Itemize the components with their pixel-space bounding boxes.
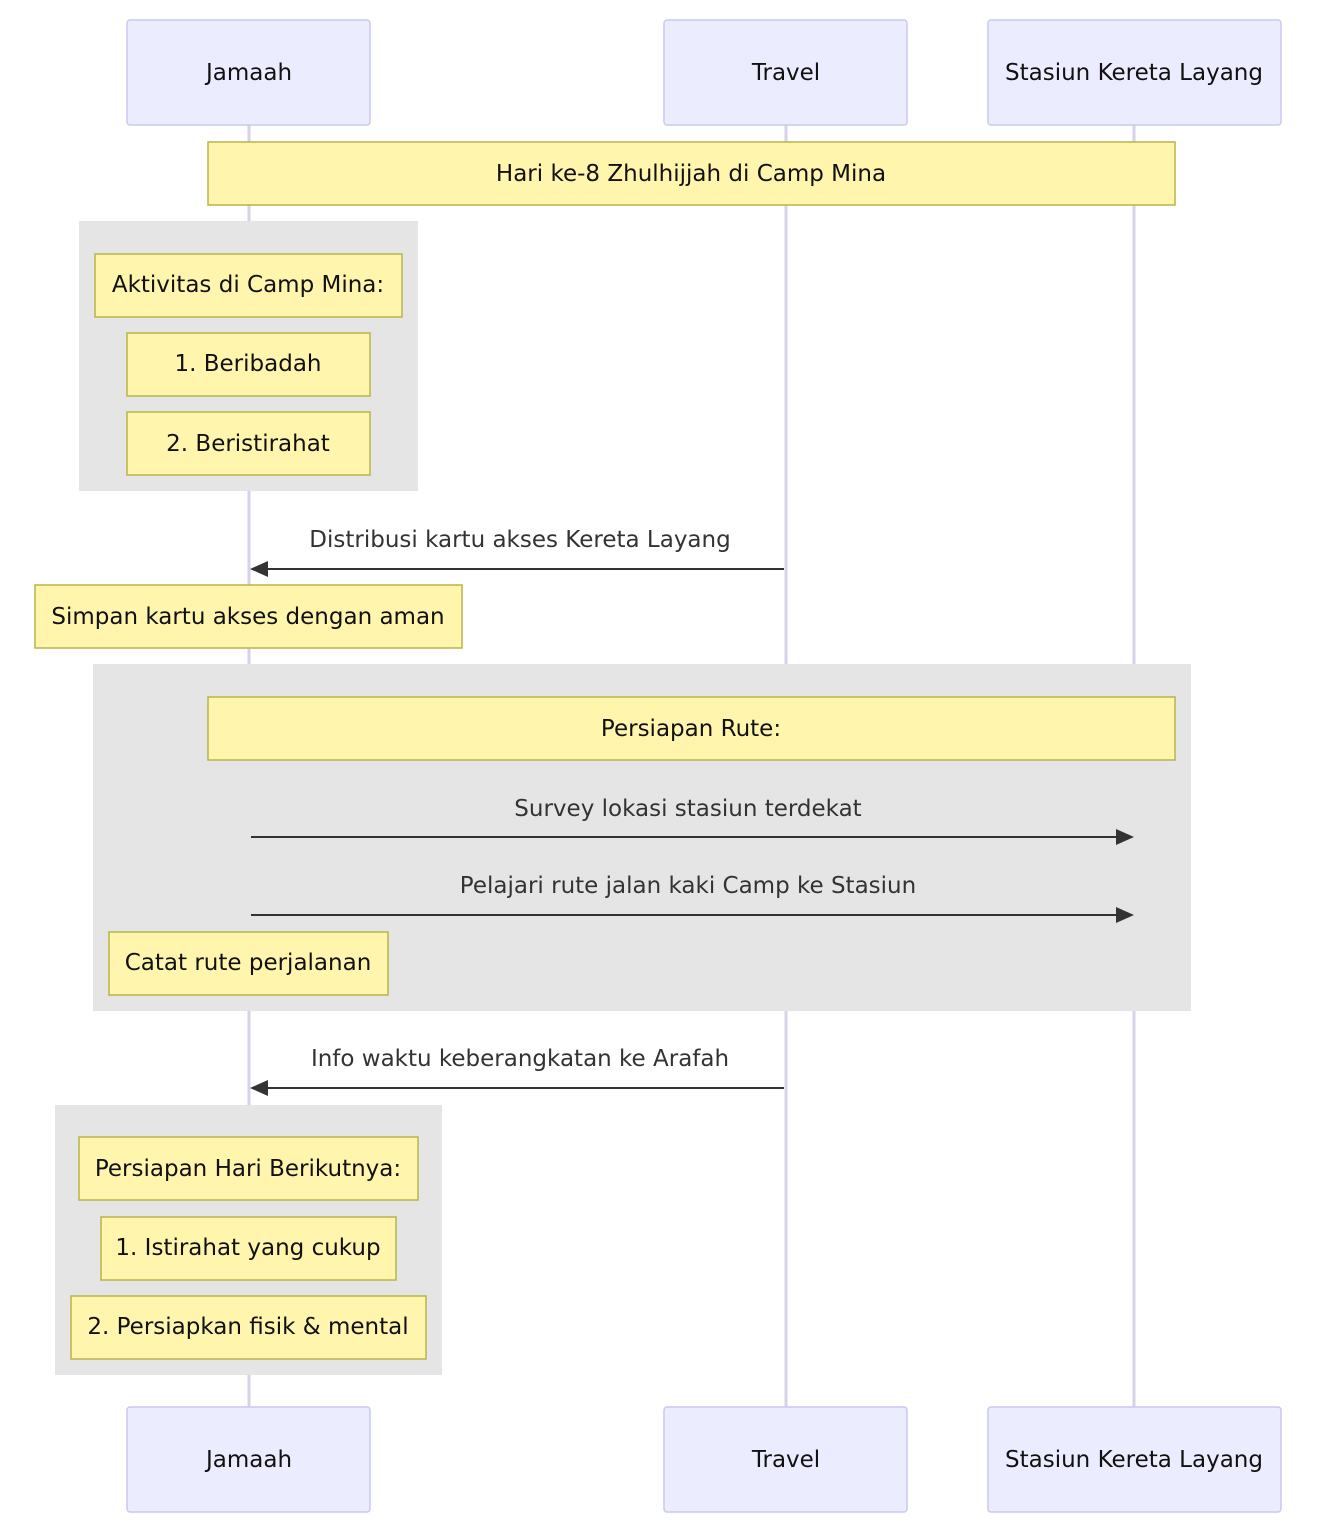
actor-jamaah-bottom: Jamaah bbox=[126, 1406, 371, 1513]
note-text: 1. Istirahat yang cukup bbox=[115, 1235, 380, 1261]
actor-stasiun-bottom: Stasiun Kereta Layang bbox=[987, 1406, 1282, 1513]
actor-label: Travel bbox=[751, 1447, 820, 1473]
arrowhead-right bbox=[1116, 829, 1134, 845]
actor-jamaah-top: Jamaah bbox=[126, 19, 371, 126]
actor-travel-top: Travel bbox=[663, 19, 908, 126]
message-walk-route: Pelajari rute jalan kaki Camp ke Stasiun bbox=[251, 873, 1134, 923]
message-survey: Survey lokasi stasiun terdekat bbox=[251, 796, 1134, 845]
arrowhead-left bbox=[250, 561, 268, 577]
note-camp-title: Aktivitas di Camp Mina: bbox=[94, 253, 403, 318]
message-departure-info: Info waktu keberangkatan ke Arafah bbox=[250, 1046, 784, 1096]
actor-label: Travel bbox=[751, 60, 820, 86]
note-record-route: Catat rute perjalanan bbox=[108, 931, 389, 996]
note-text: Persiapan Rute: bbox=[601, 716, 781, 742]
note-text: Aktivitas di Camp Mina: bbox=[112, 272, 384, 298]
note-text: Simpan kartu akses dengan aman bbox=[51, 604, 444, 630]
arrowhead-right bbox=[1116, 907, 1134, 923]
note-route-title: Persiapan Rute: bbox=[207, 696, 1176, 761]
note-next-day-title: Persiapan Hari Berikutnya: bbox=[78, 1136, 419, 1201]
note-text: 2. Persiapkan fisik & mental bbox=[87, 1314, 408, 1340]
note-next-day-item-2: 2. Persiapkan fisik & mental bbox=[70, 1295, 427, 1360]
message-label: Pelajari rute jalan kaki Camp ke Stasiun bbox=[460, 873, 916, 899]
arrowhead-left bbox=[250, 1080, 268, 1096]
message-label: Survey lokasi stasiun terdekat bbox=[514, 796, 861, 822]
message-label: Info waktu keberangkatan ke Arafah bbox=[311, 1046, 729, 1072]
actor-stasiun-top: Stasiun Kereta Layang bbox=[987, 19, 1282, 126]
note-text: 2. Beristirahat bbox=[166, 431, 330, 457]
message-access-card: Distribusi kartu akses Kereta Layang bbox=[250, 527, 784, 577]
note-text: Catat rute perjalanan bbox=[125, 950, 372, 976]
actor-label: Stasiun Kereta Layang bbox=[1005, 60, 1263, 86]
note-camp-item-1: 1. Beribadah bbox=[126, 332, 371, 397]
note-text: Persiapan Hari Berikutnya: bbox=[95, 1156, 401, 1182]
actor-label: Stasiun Kereta Layang bbox=[1005, 1447, 1263, 1473]
message-label: Distribusi kartu akses Kereta Layang bbox=[309, 527, 730, 553]
note-camp-item-2: 2. Beristirahat bbox=[126, 411, 371, 476]
note-keep-card: Simpan kartu akses dengan aman bbox=[34, 584, 463, 649]
actor-label: Jamaah bbox=[204, 1447, 292, 1473]
actor-label: Jamaah bbox=[204, 60, 292, 86]
note-text: 1. Beribadah bbox=[175, 351, 322, 377]
note-day-header: Hari ke-8 Zhulhijjah di Camp Mina bbox=[207, 141, 1176, 206]
note-text: Hari ke-8 Zhulhijjah di Camp Mina bbox=[496, 161, 886, 187]
note-next-day-item-1: 1. Istirahat yang cukup bbox=[100, 1216, 397, 1281]
actor-travel-bottom: Travel bbox=[663, 1406, 908, 1513]
